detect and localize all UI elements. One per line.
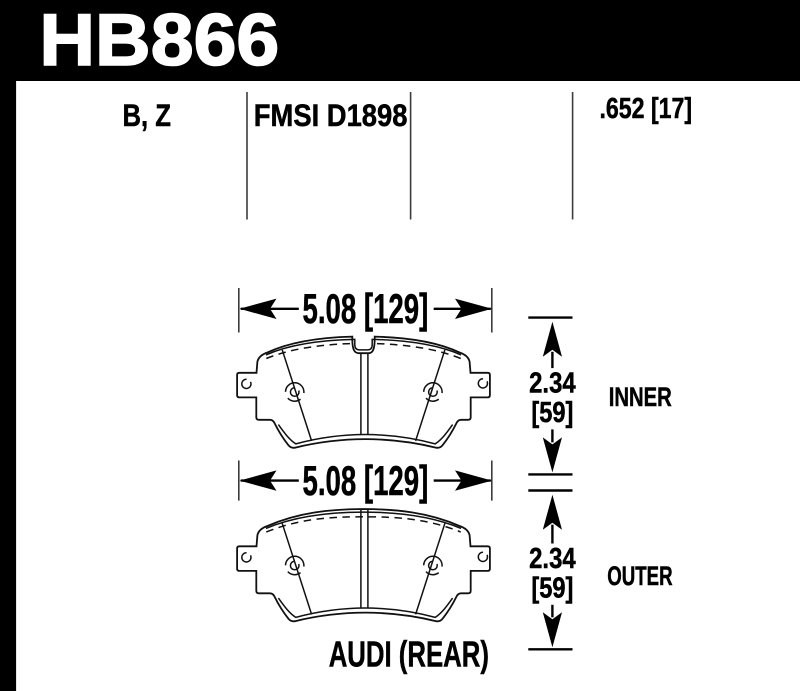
svg-text:OUTER: OUTER [607,561,672,591]
svg-text:5.08 [129]: 5.08 [129] [303,457,429,504]
svg-text:[59]: [59] [531,397,573,429]
svg-text:5.08 [129]: 5.08 [129] [303,285,429,332]
svg-text:2.34: 2.34 [529,543,576,575]
svg-text:.652 [17]: .652 [17] [600,93,693,125]
svg-text:FMSI D1898: FMSI D1898 [254,97,408,133]
svg-text:AUDI (REAR): AUDI (REAR) [329,634,489,675]
svg-text:[59]: [59] [531,572,573,604]
svg-text:2.34: 2.34 [529,368,576,400]
svg-text:HB866: HB866 [39,0,279,81]
svg-text:INNER: INNER [609,382,672,412]
svg-text:B, Z: B, Z [123,97,172,133]
